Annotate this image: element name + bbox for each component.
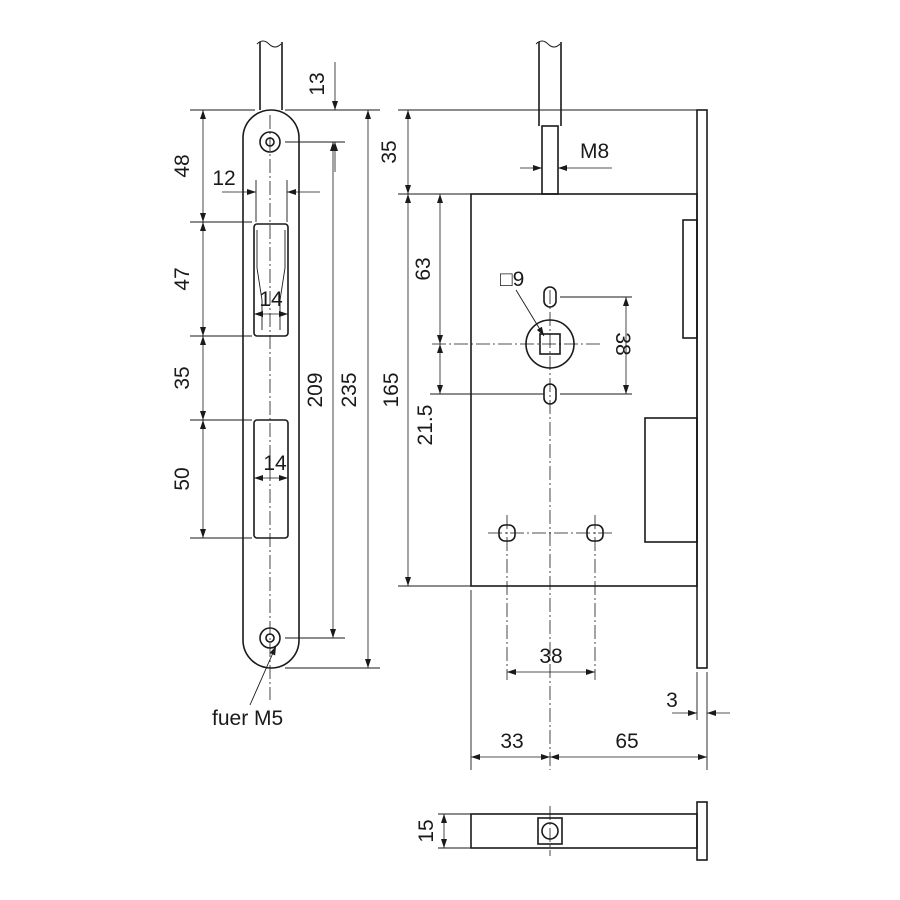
dim-m8: M8 [580, 140, 609, 163]
faceplate-top-outline [696, 801, 708, 861]
dim-12: 12 [212, 167, 235, 190]
case-top-outline [470, 813, 698, 849]
dim-33: 33 [500, 730, 523, 753]
dim-14-top: 14 [259, 288, 283, 311]
lock-top-view: 15 [415, 801, 708, 861]
dim-square-9: □9 [500, 268, 524, 291]
latch-bolt [256, 230, 286, 330]
dim-21-5: 21.5 [414, 405, 437, 446]
dim-50: 50 [171, 467, 194, 490]
deadbolt-opening [253, 419, 289, 539]
dim-47: 47 [171, 267, 194, 290]
dim-63: 63 [412, 257, 435, 280]
dim-209: 209 [304, 372, 327, 407]
lock-case [470, 193, 698, 587]
screw-note: fuer M5 [212, 707, 283, 730]
dim-3: 3 [666, 689, 678, 712]
dim-13: 13 [306, 72, 329, 95]
faceplate-front-view: 48 47 35 50 12 14 14 13 209 235 fuer M5 [171, 40, 380, 730]
dim-15: 15 [415, 819, 438, 842]
spindle-stub [259, 42, 283, 110]
dim-38-horizontal: 38 [539, 645, 562, 668]
dim-38-vertical: 38 [611, 332, 634, 355]
faceplate-outline [242, 109, 300, 669]
dim-65: 65 [615, 730, 638, 753]
dim-35-front: 35 [171, 366, 194, 389]
dim-48: 48 [171, 154, 194, 177]
top-rod [538, 42, 562, 126]
m8-thread [541, 125, 559, 195]
break-line [256, 40, 282, 48]
lock-body-side-view: 35 165 63 21.5 M8 □9 38 38 3 33 65 [378, 40, 730, 770]
latch-bolt-side [682, 219, 698, 339]
faceplate-edge [696, 109, 708, 669]
dim-165: 165 [380, 372, 403, 407]
latch-opening [253, 223, 289, 337]
dim-14-bottom: 14 [263, 452, 287, 475]
dim-35-side: 35 [378, 140, 401, 163]
dim-235: 235 [338, 372, 361, 407]
deadbolt-side [644, 417, 698, 543]
